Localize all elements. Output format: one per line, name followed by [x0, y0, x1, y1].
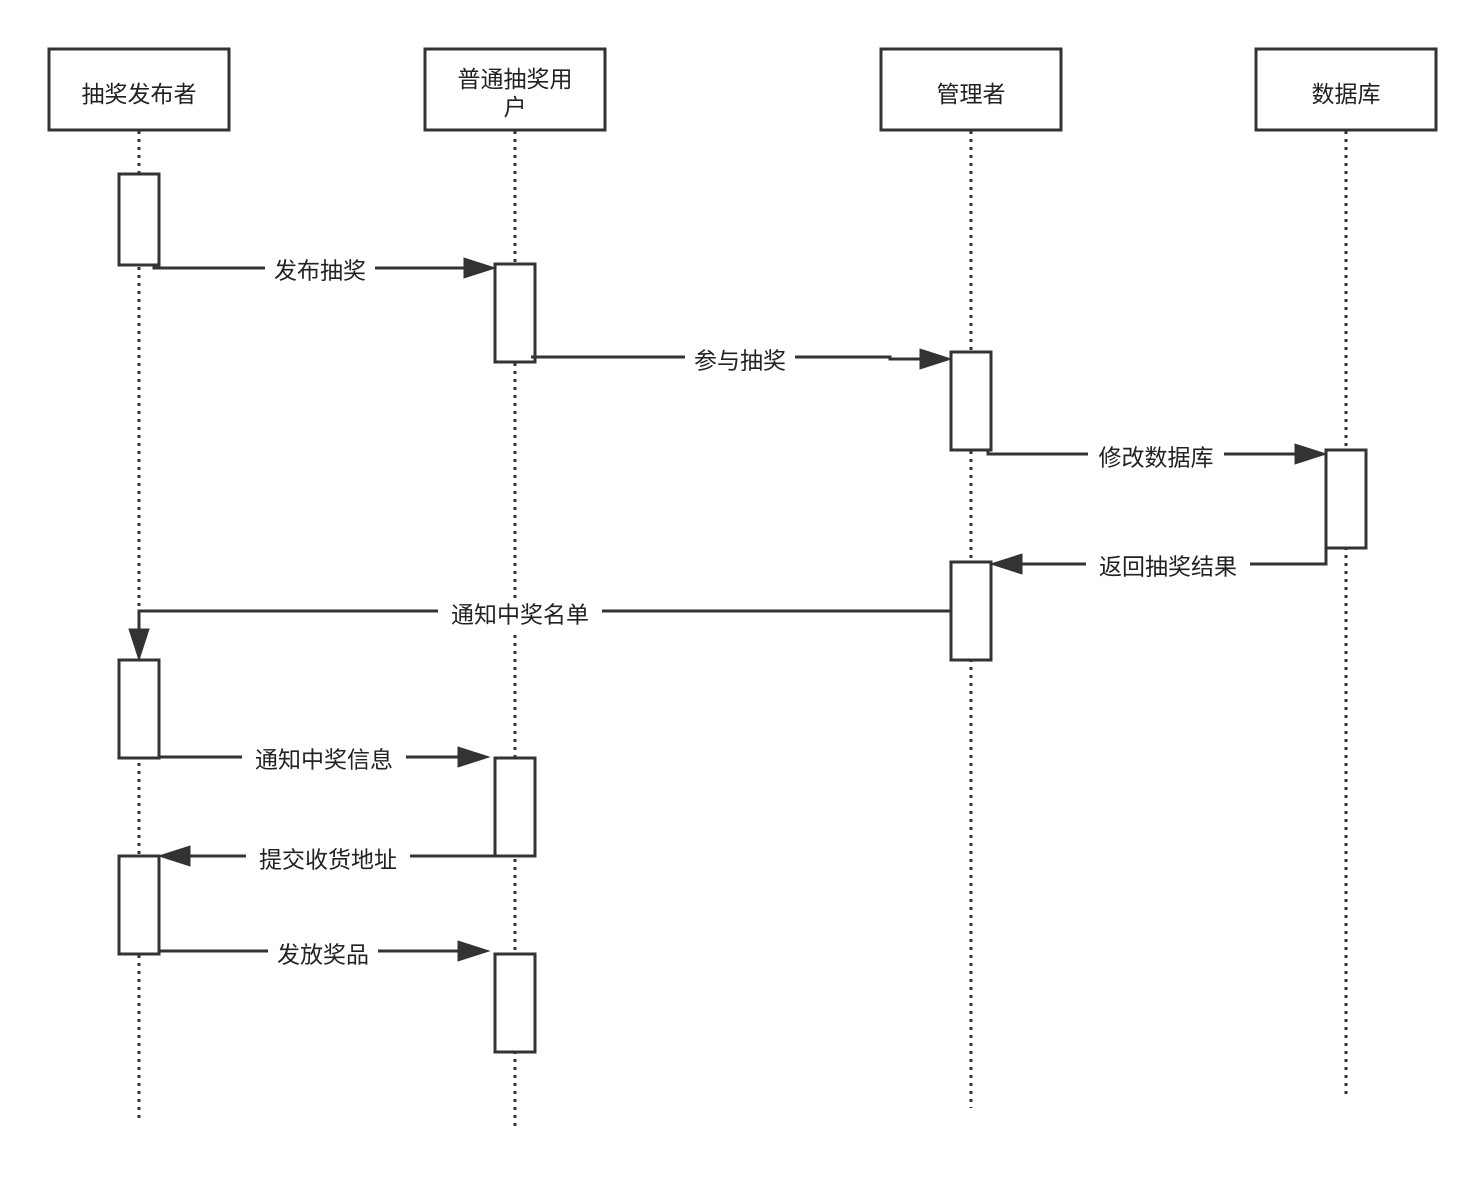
message-return-result[interactable]: 返回抽奖结果	[989, 548, 1328, 583]
message-label: 通知中奖信息	[255, 748, 393, 774]
arrow-right-icon	[1294, 443, 1328, 465]
message-update-db[interactable]: 修改数据库	[986, 443, 1328, 474]
participant-label: 户	[504, 95, 527, 121]
activation-admin-2	[949, 560, 993, 662]
message-ship-prize[interactable]: 发放奖品	[159, 940, 491, 970]
message-label: 提交收货地址	[259, 848, 397, 874]
participant-label: 数据库	[1312, 82, 1381, 108]
participant-box	[879, 47, 1063, 132]
arrow-right-icon	[463, 257, 497, 279]
message-label: 通知中奖名单	[451, 603, 589, 629]
message-label-bg	[1086, 553, 1250, 583]
message-label-bg	[685, 347, 795, 377]
arrow-right-icon	[457, 940, 491, 962]
message-label: 发放奖品	[277, 943, 369, 969]
message-notify-winner-list[interactable]: 通知中奖名单	[128, 600, 951, 662]
participant-box	[47, 47, 231, 132]
arrow-down-icon	[128, 628, 150, 662]
message-label-bg	[246, 846, 410, 876]
participant-user[interactable]: 普通抽奖用 户	[423, 47, 607, 132]
message-label-bg	[268, 940, 378, 970]
participant-label: 管理者	[937, 82, 1006, 108]
message-notify-winner-info[interactable]: 通知中奖信息	[159, 746, 491, 776]
message-label-bg	[438, 600, 602, 630]
activation-publisher-3	[117, 854, 161, 956]
message-line	[137, 609, 951, 629]
activation-admin-1	[949, 350, 993, 452]
activation-publisher-1	[117, 172, 161, 267]
participant-database[interactable]: 数据库	[1254, 47, 1438, 132]
arrow-right-icon	[919, 348, 953, 370]
message-join[interactable]: 参与抽奖	[531, 347, 953, 377]
participant-label: 普通抽奖用	[458, 67, 573, 93]
activation-user-3	[493, 952, 537, 1054]
activation-user-2	[493, 756, 537, 858]
participant-box	[1254, 47, 1438, 132]
arrow-right-icon	[457, 746, 491, 768]
participant-admin[interactable]: 管理者	[879, 47, 1063, 132]
message-label: 发布抽奖	[274, 259, 366, 285]
activation-user-1	[493, 262, 537, 364]
message-publish[interactable]: 发布抽奖	[152, 257, 497, 287]
activation-database-1	[1324, 448, 1368, 550]
message-label: 返回抽奖结果	[1099, 555, 1237, 581]
activation-publisher-2	[117, 658, 161, 760]
message-submit-address[interactable]: 提交收货地址	[157, 845, 500, 876]
participant-label: 抽奖发布者	[82, 82, 197, 108]
arrow-left-icon	[157, 845, 191, 867]
participant-publisher[interactable]: 抽奖发布者	[47, 47, 231, 132]
message-label: 参与抽奖	[694, 349, 786, 375]
message-label-bg	[242, 746, 406, 776]
participant-box	[423, 47, 607, 132]
message-label-bg	[1088, 444, 1224, 474]
arrow-left-icon	[989, 553, 1023, 575]
message-label: 修改数据库	[1099, 446, 1214, 472]
message-label-bg	[265, 257, 375, 287]
